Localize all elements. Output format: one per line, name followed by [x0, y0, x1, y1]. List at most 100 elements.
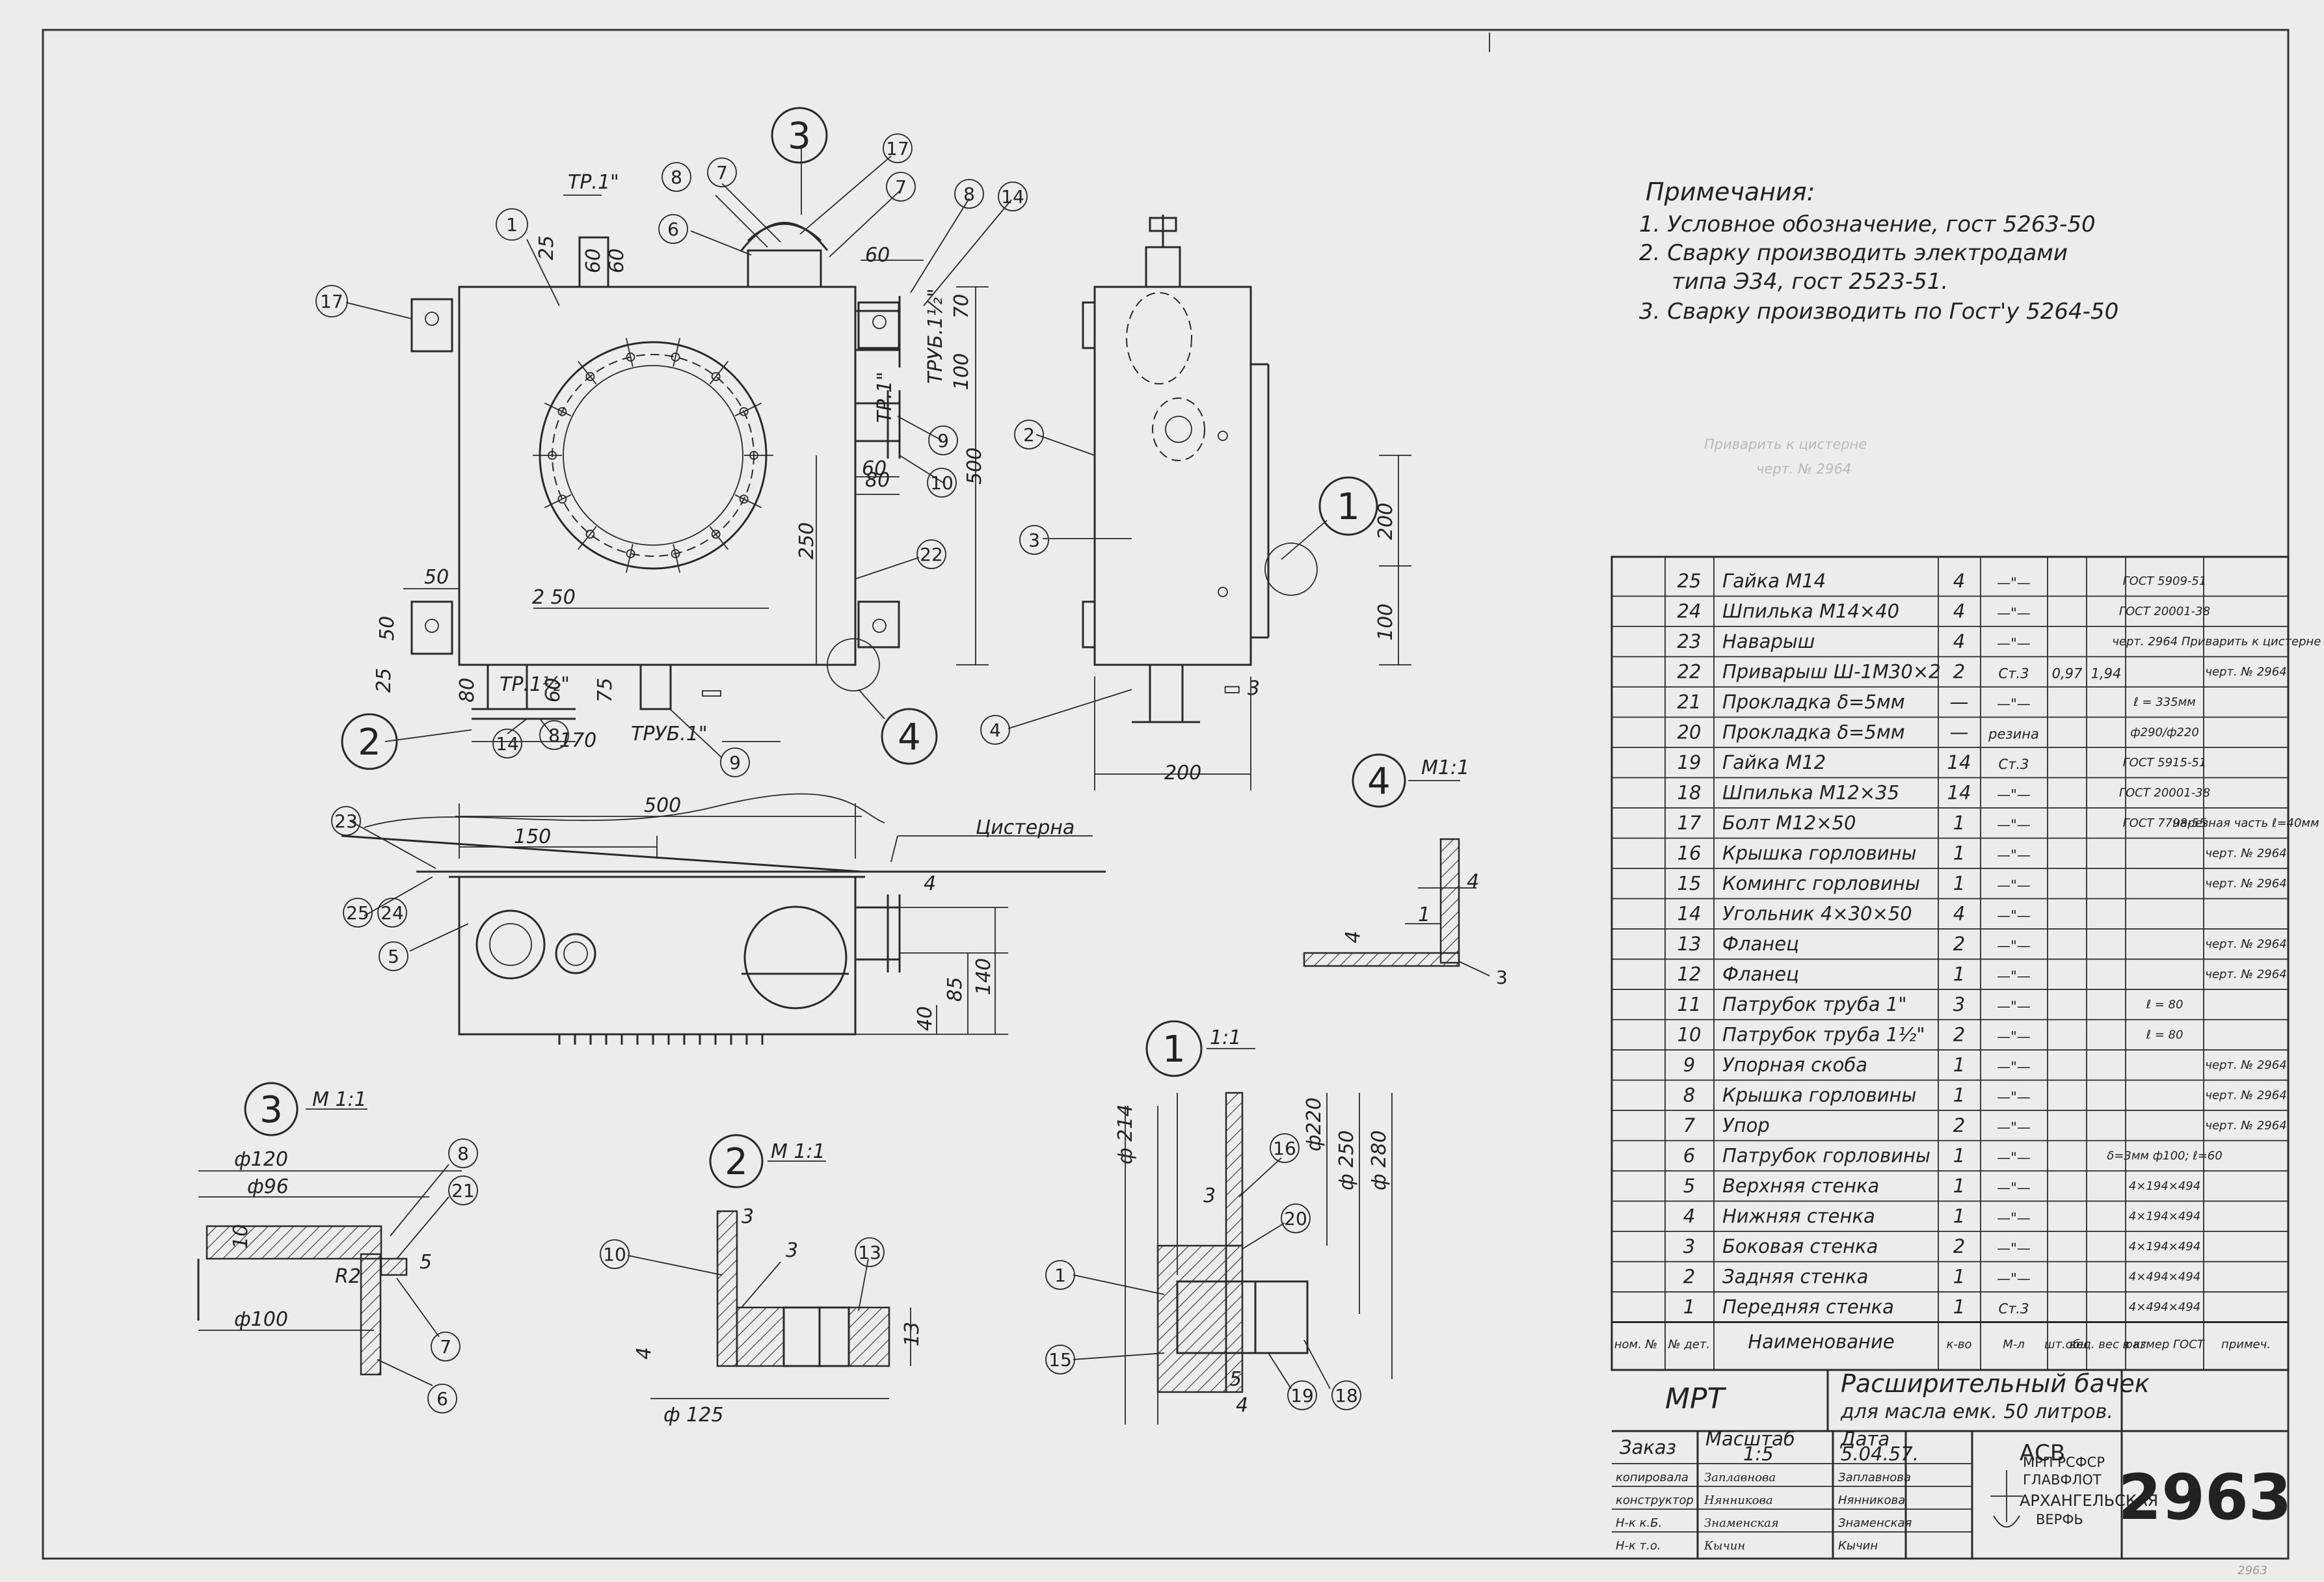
bom-part-name: Прокладка δ=5мм — [1722, 721, 1905, 744]
stud-axis — [709, 526, 729, 550]
detail-2: 2 М 1:1 3 3 4 13 ф 125 10 13 — [600, 1134, 924, 1427]
dim-170: 170 — [559, 729, 596, 752]
dim-60-top-a: 60 — [582, 248, 605, 273]
bom-part-name: Верхняя стенка — [1722, 1175, 1879, 1197]
org-line-3: АРХАНГЕЛЬСКАЯ — [2020, 1492, 2158, 1510]
role-label: Н-к к.Б. — [1616, 1516, 1662, 1530]
stud-mark — [557, 494, 567, 504]
detail-1-d3: 3 — [1203, 1185, 1216, 1207]
balloon-detail-4: 4 — [898, 716, 921, 758]
balloon-9: 8 — [671, 167, 682, 188]
detail-3-balloon-7: 7 — [440, 1336, 451, 1358]
detail-2-balloon-10: 10 — [603, 1244, 626, 1265]
bom-qty: 2 — [1953, 1235, 1965, 1257]
dim-60-mid: 60 — [862, 457, 887, 480]
bom-part-number: 19 — [1677, 751, 1702, 773]
detail-3-balloon-6: 6 — [436, 1388, 448, 1410]
detail-2-d13: 13 — [901, 1322, 924, 1347]
dim-80-right: 80 — [865, 469, 890, 492]
bom-gost: ГОСТ 20001-38 — [2119, 786, 2210, 800]
bom-material: —"— — [1997, 1150, 2031, 1166]
bom-part-number: 23 — [1677, 630, 1702, 652]
bom-part-number: 17 — [1677, 812, 1702, 834]
bom-qty: 1 — [1953, 872, 1965, 894]
detail-2-d3a: 3 — [741, 1205, 754, 1228]
role-label: копировала — [1616, 1471, 1689, 1484]
bom-part-name: Прокладка δ=5мм — [1722, 691, 1905, 713]
bom-gost: 4×194×494 — [2129, 1240, 2200, 1254]
bom-part-name: Комингс горловины — [1722, 872, 1920, 894]
detail-1-balloon-18: 18 — [1335, 1385, 1358, 1406]
bom-part-number: 9 — [1683, 1054, 1695, 1076]
balloon-12: 10 — [930, 472, 954, 494]
note-item-2b: типа Э34, гост 2523-51. — [1672, 269, 1948, 295]
bom-part-name: Упор — [1722, 1114, 1770, 1136]
bom-header-cell: ном. № — [1614, 1338, 1658, 1352]
stud-axis — [709, 360, 729, 385]
stud-mark — [626, 352, 635, 362]
role-name: Заплавнова — [1838, 1471, 1911, 1484]
detail-2-d4: 4 — [633, 1347, 656, 1360]
bom-part-name: Крышка горловины — [1722, 1084, 1916, 1106]
note-item-2: 2. Сварку производить электродами — [1639, 240, 2068, 266]
title-code: МРТ — [1665, 1382, 1726, 1415]
bom-header-cell: примеч. — [2221, 1338, 2271, 1352]
role-signature: Заплавнова — [1704, 1471, 1776, 1484]
balloon-13-bottom: 14 — [496, 733, 519, 755]
detail-1-balloon-1: 1 — [1054, 1265, 1066, 1286]
stud-mark — [739, 494, 749, 504]
balloon-22: 22 — [920, 544, 943, 565]
bom-qty: 2 — [1953, 933, 1965, 955]
bom-material: —"— — [1997, 938, 2031, 954]
bom-header-cell: к-во — [1947, 1338, 1972, 1352]
detail-3: 3 М 1:1 ф120 ф96 ф100 10 R2 5 8 21 7 6 — [197, 1082, 478, 1414]
detail-2-scale: М 1:1 — [771, 1140, 825, 1163]
stud-mark — [711, 530, 721, 539]
stud-axis — [544, 494, 572, 509]
detail-2-balloon-13: 13 — [858, 1242, 881, 1263]
dim-60-right: 60 — [865, 244, 890, 267]
detail-4-d4a: 4 — [1467, 870, 1479, 893]
date-value: 5.04.57. — [1841, 1443, 1919, 1465]
title-block: МРТ Расширительный бачек для масла емк. … — [1612, 1369, 2292, 1577]
bom-header-cell: размер ГОСТ — [2124, 1338, 2206, 1352]
balloon-8: 7 — [716, 162, 728, 183]
bom-header-cell: шт. вес — [2044, 1338, 2090, 1352]
dim-200-side-width: 200 — [1164, 762, 1201, 784]
bom-part-number: 4 — [1683, 1205, 1695, 1227]
stud-axis — [625, 338, 634, 367]
label-trub1-bottom: ТРУБ.1" — [631, 723, 708, 745]
bom-qty: — — [1950, 691, 1969, 713]
balloon-7: 7 — [895, 176, 907, 198]
balloon-detail-3: 3 — [788, 115, 811, 157]
balloon-detail-1: 1 — [1337, 486, 1360, 528]
anchor-icon — [1990, 1470, 2023, 1528]
bom-header-cell: № дет. — [1668, 1338, 1710, 1352]
stud-axis — [673, 544, 681, 573]
title-line-1: Расширительный бачек — [1841, 1369, 2150, 1398]
balloon-24: 24 — [381, 902, 404, 924]
dim-250-height: 250 — [795, 522, 818, 559]
front-view: 500 2 50 250 50 50 25 ТР.1" 25 60 60 60 … — [345, 145, 1012, 758]
balloon-11: 9 — [937, 430, 949, 451]
detail-2-label: 2 — [725, 1141, 748, 1183]
bom-material: —"— — [1997, 1180, 2031, 1196]
dim-50-b: 50 — [376, 616, 399, 641]
bom-gost: ГОСТ 5909-51 — [2123, 574, 2207, 588]
bom-material: —"— — [1997, 696, 2031, 712]
detail-4-label: 4 — [1367, 760, 1391, 803]
faint-line-1: Приварить к цистерне — [1704, 436, 1867, 452]
detail-4-d4b: 4 — [1342, 931, 1365, 943]
balloon-6: 6 — [667, 219, 679, 240]
dim-25-top: 25 — [535, 235, 558, 260]
org-line-2: ГЛАВФЛОТ — [2023, 1472, 2102, 1488]
bom-note: черт. 2964 Приварить к цистерне на месте — [2112, 635, 2324, 649]
